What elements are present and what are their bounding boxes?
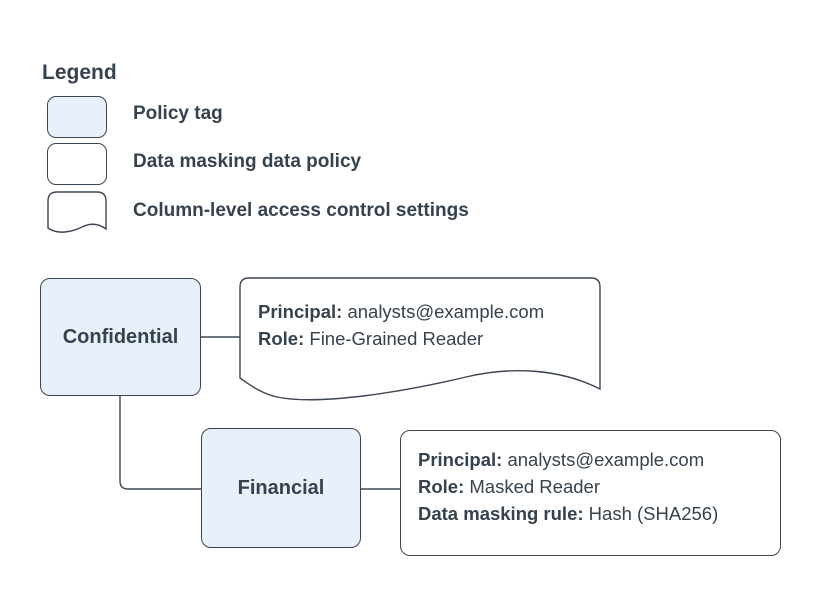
- access-note-principal-line: Principal: analysts@example.com: [258, 298, 544, 325]
- access-control-note-shape: [239, 277, 601, 401]
- data-policy-role-label: Role:: [418, 476, 465, 497]
- data-policy-rule-line: Data masking rule: Hash (SHA256): [418, 500, 718, 527]
- access-control-settings-swatch: [47, 191, 107, 233]
- data-policy-principal-value: analysts@example.com: [507, 449, 705, 470]
- data-policy-role-line: Role: Masked Reader: [418, 473, 718, 500]
- policy-tag-confidential: Confidential: [40, 278, 201, 396]
- policy-tag-swatch: [47, 96, 107, 138]
- access-note-role-label: Role:: [258, 328, 305, 349]
- data-policy-role-value: Masked Reader: [469, 476, 600, 497]
- connector-confidential-to-financial: [119, 396, 201, 490]
- data-masking-policy-swatch: [47, 143, 107, 185]
- access-note-role-line: Role: Fine-Grained Reader: [258, 325, 544, 352]
- data-policy-note: Principal: analysts@example.com Role: Ma…: [418, 446, 718, 527]
- legend-item-label-policy-tag: Policy tag: [133, 103, 223, 124]
- data-policy-principal-line: Principal: analysts@example.com: [418, 446, 718, 473]
- legend-title: Legend: [42, 61, 117, 84]
- access-control-swatch-shape: [47, 191, 107, 233]
- policy-tag-financial: Financial: [201, 428, 361, 548]
- legend-item-label-access-control: Column-level access control settings: [133, 200, 469, 221]
- policy-tag-confidential-label: Confidential: [62, 325, 179, 348]
- policy-tag-financial-label: Financial: [237, 476, 325, 499]
- legend-item-label-data-masking-policy: Data masking data policy: [133, 151, 362, 172]
- access-note-role-value: Fine-Grained Reader: [309, 328, 484, 349]
- data-policy-rule-value: Hash (SHA256): [588, 503, 719, 524]
- data-policy-note-shape: [400, 430, 781, 556]
- access-note-principal-label: Principal:: [258, 301, 343, 322]
- data-policy-rule-label: Data masking rule:: [418, 503, 584, 524]
- data-policy-principal-label: Principal:: [418, 449, 503, 470]
- access-note-principal-value: analysts@example.com: [347, 301, 545, 322]
- access-control-note: Principal: analysts@example.com Role: Fi…: [258, 298, 544, 352]
